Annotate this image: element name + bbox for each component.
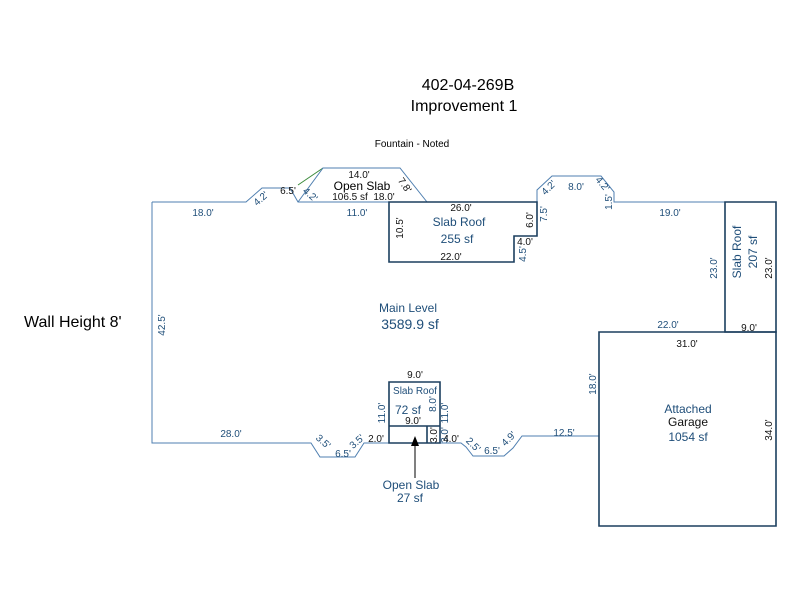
dim-label: 9.0' (407, 370, 423, 381)
dim-label: 3.5' (313, 433, 332, 452)
dim-label: 23.0' (709, 257, 720, 278)
open-slab-top-edge (297, 167, 324, 186)
garage-outline (598, 331, 777, 527)
dim-label: 4.5' (518, 246, 529, 262)
dim-label: 3.0' (429, 427, 440, 443)
slab-roof-right-area: 207 sf (746, 235, 760, 268)
dim-label: 7.5' (539, 206, 550, 222)
dim-label: 26.0' (450, 203, 471, 214)
open-slab-top-outline (297, 167, 428, 203)
dim-label: 42.5' (157, 314, 168, 335)
garage-area: 1054 sf (668, 430, 708, 444)
dim-label: 34.0' (764, 419, 775, 440)
dim-label: 6.5' (335, 449, 351, 460)
main-level-label: Main Level (379, 301, 437, 315)
dim-label: 18.0' (588, 373, 599, 394)
open-slab-bottom-area: 27 sf (397, 491, 424, 505)
wall-height-note: Wall Height 8' (24, 314, 122, 331)
dim-label: 19.0' (659, 208, 680, 219)
dim-label: 7.8' (395, 176, 413, 195)
dim-label: 8.0' (568, 182, 584, 193)
open-slab-bottom-label: Open Slab (383, 478, 440, 492)
dim-label: 4.2' (593, 175, 612, 194)
dim-label: 10.5' (395, 217, 406, 238)
dim-label: 12.5' (553, 428, 574, 439)
dim-label: 6.5' (280, 186, 296, 197)
slab-roof-top-outline (388, 201, 538, 263)
dim-label: 4.0' (443, 434, 459, 445)
fountain-note: Fountain - Noted (375, 139, 450, 150)
dim-label: 11.0' (347, 208, 368, 219)
dim-label: 14.0' (348, 170, 369, 181)
slab-roof-small-outline (388, 381, 441, 444)
garage-label-1: Attached (664, 402, 711, 416)
slab-roof-top-area: 255 sf (441, 232, 474, 246)
slab-roof-small-label: Slab Roof (393, 386, 437, 397)
slab-roof-top-label: Slab Roof (433, 215, 486, 229)
dim-label: 18.0' (192, 208, 213, 219)
dim-label: 4.9' (500, 430, 519, 449)
open-slab-top-label: Open Slab (334, 179, 391, 193)
slab-roof-right-label: Slab Roof (730, 225, 744, 278)
main-level-outline (151, 175, 725, 458)
dim-label: 6.0' (525, 212, 536, 228)
dim-label: 2.5' (463, 436, 482, 455)
dim-label: 9.0' (405, 416, 421, 427)
dim-label: 3.0' (440, 427, 451, 443)
slab-roof-small-area: 72 sf (395, 403, 422, 417)
dim-label: 4.0' (517, 237, 533, 248)
dim-label: 11.0' (440, 403, 451, 424)
dim-label: 28.0' (220, 429, 241, 440)
dim-label: 9.0' (741, 323, 757, 334)
improvement-title: Improvement 1 (411, 98, 518, 115)
dim-label: 11.0' (377, 403, 388, 424)
dim-label: 6.5' (484, 446, 500, 457)
dim-label: 22.0' (657, 320, 678, 331)
dim-label: 8.0' (428, 396, 439, 412)
main-level-area: 3589.9 sf (381, 316, 439, 332)
open-slab-top-area: 106.5 sf (332, 192, 368, 203)
dim-label: 2.0' (368, 434, 384, 445)
dim-label: 1.5' (604, 194, 615, 210)
dim-label: 22.0' (440, 252, 461, 263)
dim-label: 23.0' (764, 257, 775, 278)
dim-label: 18.0' (373, 192, 394, 203)
dim-label: 31.0' (676, 339, 697, 350)
garage-label-2: Garage (668, 415, 708, 429)
open-slab-arrowhead (411, 436, 419, 446)
dim-label: 4.2' (540, 179, 559, 198)
parcel-id: 402-04-269B (422, 77, 515, 94)
dim-label: 4.2' (252, 190, 271, 209)
